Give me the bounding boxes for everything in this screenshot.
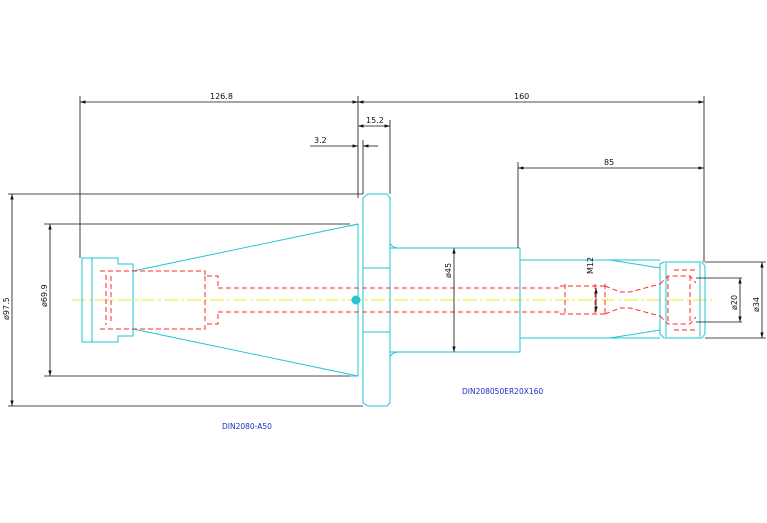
- dim-taper-length: 126.8: [210, 92, 233, 101]
- dim-collet-outer: ø34: [752, 297, 761, 312]
- part-outline: [81, 193, 706, 407]
- dim-total-length: 160: [514, 92, 529, 101]
- dim-flange-diameter: ø97.5: [2, 297, 11, 320]
- origin-mark: [351, 295, 361, 305]
- label-arbor-part: DIN2080-A50: [222, 422, 272, 431]
- dim-nose-length: 85: [604, 158, 614, 167]
- dim-thread: M12: [586, 257, 595, 274]
- label-holder-part: DIN208050ER20X160: [462, 387, 543, 396]
- dim-flange-width: 15.2: [366, 116, 384, 125]
- dim-taper-diameter: ø69.9: [40, 284, 49, 307]
- extension-lines: [8, 96, 766, 407]
- dim-body-diameter: ø45: [444, 263, 453, 278]
- dimension-lines: [10, 100, 764, 406]
- dim-flange-offset: 3.2: [314, 136, 327, 145]
- dim-collet-bore: ø20: [730, 295, 739, 310]
